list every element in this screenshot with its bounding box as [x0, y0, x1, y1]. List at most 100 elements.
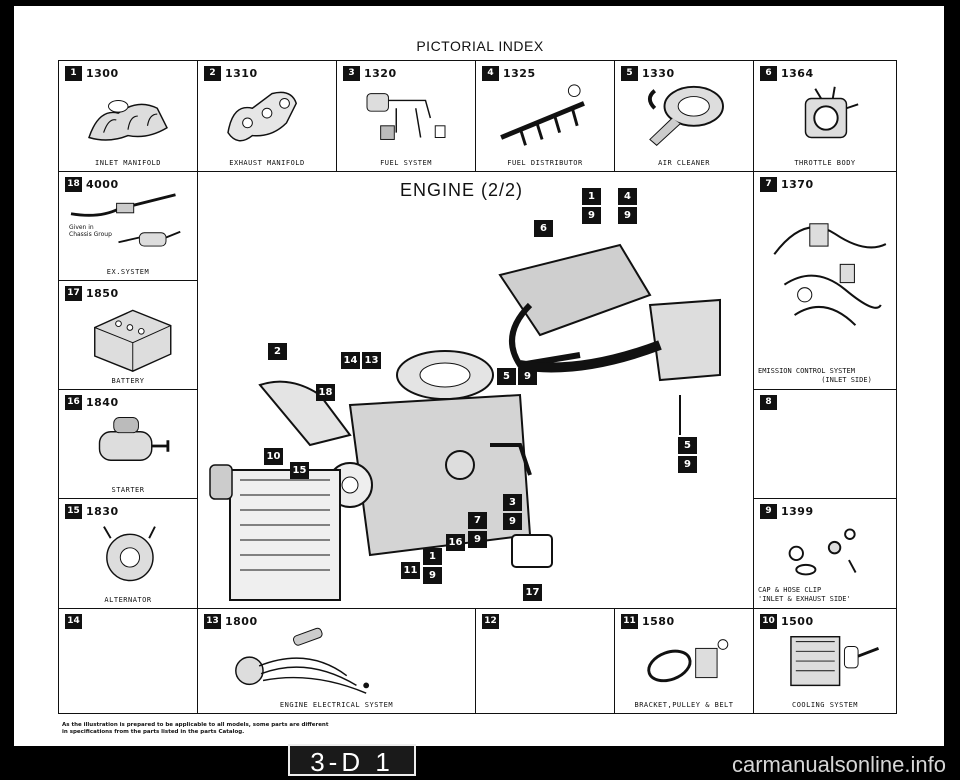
index-number: 12: [482, 614, 499, 629]
cell-caption: CAP & HOSE CLIP 'INLET & EXHAUST SIDE': [758, 586, 851, 603]
callout-6[interactable]: 6: [534, 220, 553, 237]
cooling-system-illustration: [754, 627, 896, 699]
cap-hose-clip-illustration: [754, 517, 896, 584]
index-cell-cap-hose-clip[interactable]: 9 1399 CAP & HOSE CLIP 'INLET & EXHAUST S…: [753, 498, 897, 609]
callout-number: 9: [618, 207, 637, 224]
section-code: 1800: [225, 615, 258, 628]
chassis-group-note: Given in Chassis Group: [69, 224, 112, 238]
inlet-manifold-illustration: [59, 79, 197, 157]
callout-number: 10: [264, 448, 283, 465]
section-code: 4000: [86, 178, 119, 191]
cell-caption: ALTERNATOR: [104, 596, 152, 604]
section-code: 1830: [86, 505, 119, 518]
section-code: 1300: [86, 67, 119, 80]
index-number: 13: [204, 614, 221, 629]
index-cell-14[interactable]: 14: [58, 608, 198, 714]
cell-caption: BRACKET,PULLEY & BELT: [634, 701, 734, 709]
callout-number: 6: [534, 220, 553, 237]
index-number: 7: [760, 177, 777, 192]
index-cell-engine-electrical[interactable]: 13 1800 ENGINE ELECTRICAL SYSTEM: [197, 608, 476, 714]
index-number: 1: [65, 66, 82, 81]
callout-10[interactable]: 10: [264, 448, 283, 465]
engine-exploded-illustration: [209, 243, 721, 601]
callout-number: 9: [678, 456, 697, 473]
index-number: 16: [65, 395, 82, 410]
index-number: 3: [343, 66, 360, 81]
section-code: 1320: [364, 67, 397, 80]
callout-number: 16: [446, 534, 465, 551]
battery-illustration: [59, 299, 197, 375]
callout-15[interactable]: 15: [290, 462, 309, 479]
callout-number: 9: [582, 207, 601, 224]
index-cell-cooling-system[interactable]: 10 1500 COOLING SYSTEM: [753, 608, 897, 714]
air-cleaner-illustration: [615, 79, 753, 157]
index-cell-fuel-system[interactable]: 3 1320 FUEL SYSTEM: [336, 60, 476, 172]
callout-17[interactable]: 17: [523, 584, 542, 601]
fuel-distributor-illustration: [476, 79, 614, 157]
callout-number: 3: [503, 494, 522, 511]
bracket-pulley-belt-illustration: [615, 627, 753, 699]
page-title: PICTORIAL INDEX: [416, 38, 544, 54]
callout-number: 18: [316, 384, 335, 401]
callout-number: 14: [341, 352, 360, 369]
cell-caption: EMISSION CONTROL SYSTEM (INLET SIDE): [758, 367, 872, 384]
engine-title: ENGINE (2/2): [400, 180, 524, 200]
index-cell-fuel-distributor[interactable]: 4 1325 FUEL DISTRIBUTOR: [475, 60, 615, 172]
cell-caption: ENGINE ELECTRICAL SYSTEM: [279, 701, 394, 709]
index-number: 14: [65, 614, 82, 629]
callout-number: 7: [468, 512, 487, 529]
alternator-illustration: [59, 517, 197, 594]
callout-number: 13: [362, 352, 381, 369]
cell-caption: AIR CLEANER: [658, 159, 710, 167]
applicability-footnote: As the illustration is prepared to be ap…: [62, 722, 329, 735]
index-number: 8: [760, 395, 777, 410]
section-code: 1500: [781, 615, 814, 628]
callout-number: 1: [582, 188, 601, 205]
callout-number: 1: [423, 548, 442, 565]
index-number: 9: [760, 504, 777, 519]
section-code: 1325: [503, 67, 536, 80]
cell-caption: STARTER: [111, 486, 145, 494]
index-number: 10: [760, 614, 777, 629]
cell-caption: FUEL DISTRIBUTOR: [507, 159, 583, 167]
callout-number: 5: [678, 437, 697, 454]
index-number: 4: [482, 66, 499, 81]
section-code: 1364: [781, 67, 814, 80]
callout-number: 2: [268, 343, 287, 360]
cell-caption: FUEL SYSTEM: [380, 159, 432, 167]
callout-number: 15: [290, 462, 309, 479]
index-number: 5: [621, 66, 638, 81]
cell-caption: EXHAUST MANIFOLD: [229, 159, 305, 167]
callout-11[interactable]: 11: [401, 562, 420, 579]
cell-caption: EX.SYSTEM: [106, 268, 150, 276]
callout-number: 9: [468, 531, 487, 548]
page-number: 3-D 1: [288, 744, 416, 777]
cell-caption: COOLING SYSTEM: [791, 701, 858, 709]
index-cell-8[interactable]: 8: [753, 389, 897, 499]
callout-2[interactable]: 2: [268, 343, 287, 360]
starter-illustration: [59, 408, 197, 484]
callout-16[interactable]: 16: [446, 534, 465, 551]
index-cell-12[interactable]: 12: [475, 608, 615, 714]
section-code: 1399: [781, 505, 814, 518]
callout-number: 9: [423, 567, 442, 584]
callout-18[interactable]: 18: [316, 384, 335, 401]
